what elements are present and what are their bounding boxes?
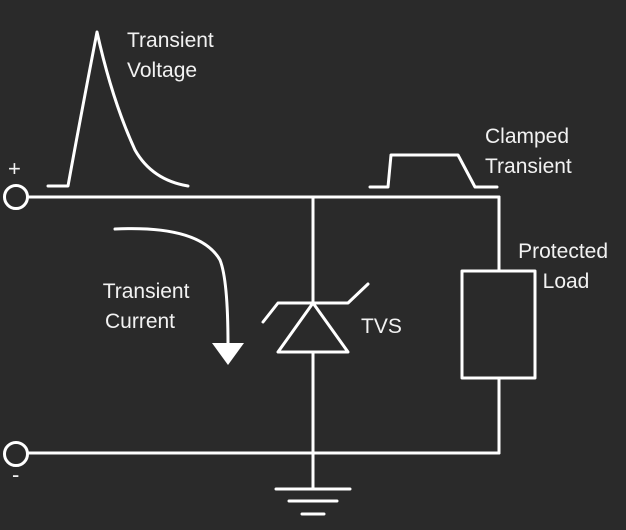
transient-current-arrow <box>113 227 230 347</box>
clamped-transient-waveform <box>368 153 499 189</box>
transient-current-arrowhead-icon <box>212 343 244 365</box>
protected-load-label-line-2: Load <box>543 270 590 293</box>
positive-terminal <box>3 184 29 210</box>
tvs-zener-bar-icon <box>261 282 370 324</box>
negative-terminal <box>3 441 29 467</box>
plus-sign-label: + <box>8 156 21 181</box>
transient-current-label-line-2: Current <box>105 310 175 333</box>
protected-load-label-line-1: Protected <box>518 240 608 263</box>
clamped-transient-label-line-1: Clamped <box>485 125 569 148</box>
transient-voltage-label-line-2: Voltage <box>127 59 197 82</box>
transient-current-label-line-1: Transient <box>103 280 190 303</box>
clamped-transient-label: Clamped Transient <box>485 125 575 178</box>
clamped-transient-label-line-2: Transient <box>485 155 572 178</box>
tvs-diode-icon <box>276 301 350 354</box>
minus-sign-label: - <box>12 462 19 487</box>
transient-voltage-label: Transient Voltage <box>127 29 220 82</box>
transient-voltage-label-line-1: Transient <box>127 29 214 52</box>
transient-voltage-waveform <box>46 30 190 188</box>
protected-load-label: Protected Load <box>518 240 614 293</box>
tvs-label: TVS <box>361 315 402 338</box>
transient-current-label: Transient Current <box>103 280 196 333</box>
